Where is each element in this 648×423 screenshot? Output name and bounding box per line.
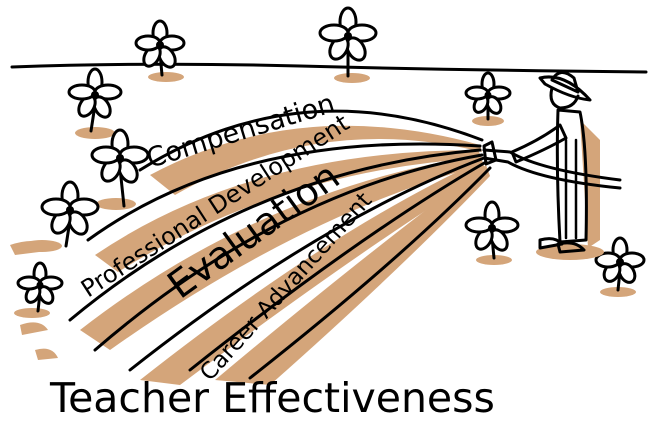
flower-icon — [134, 19, 186, 82]
water-streams — [68, 109, 492, 380]
flower-icon — [464, 200, 520, 265]
caption-teacher-effectiveness: Teacher Effectiveness — [49, 374, 495, 422]
flower-icon — [67, 67, 123, 139]
horizon-line — [10, 62, 648, 74]
flower-icon — [14, 261, 64, 318]
flower-icon — [90, 128, 150, 210]
hose-icon — [482, 140, 622, 190]
gardener-icon — [510, 71, 604, 260]
flower-icon — [594, 236, 646, 297]
flower-icon — [464, 71, 512, 126]
flower-icon — [22, 180, 100, 252]
flower-icon — [318, 6, 378, 83]
